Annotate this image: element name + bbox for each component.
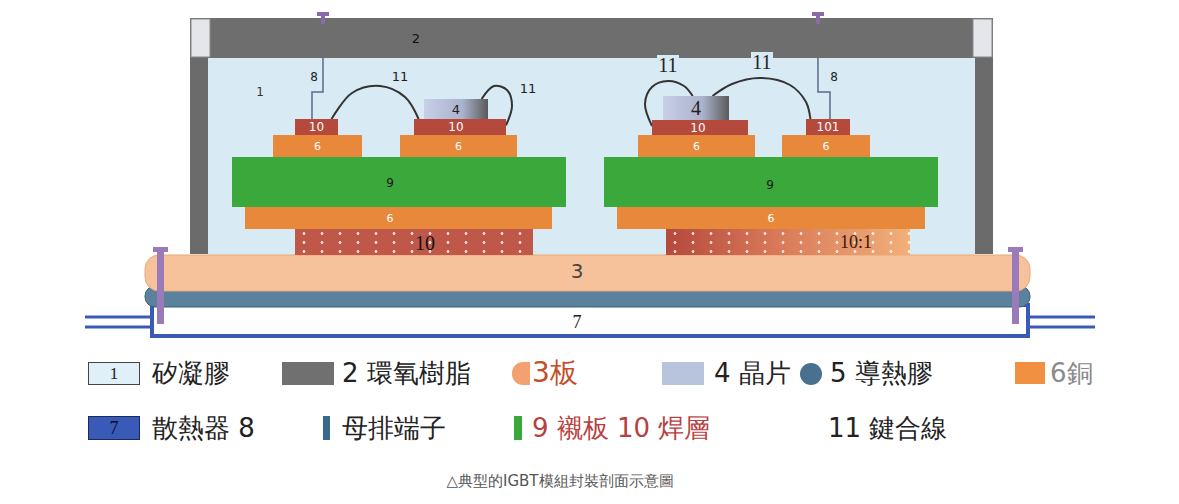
- heatsink-flange: [85, 316, 152, 319]
- terminal-wire: [312, 58, 323, 119]
- heatsink: [152, 305, 1028, 336]
- bond-wire-number: 11: [519, 82, 538, 95]
- epoxy-lid: 2: [190, 18, 993, 58]
- chip: 4: [424, 99, 488, 119]
- terminal-number: 8: [829, 71, 839, 83]
- terminal-cap: [816, 14, 820, 24]
- copper-layer: 6: [400, 135, 517, 157]
- caption: △典型的IGBT模組封裝剖面示意圖: [446, 474, 673, 489]
- copper-layer: 6: [638, 135, 755, 157]
- chip: 4: [663, 96, 729, 120]
- part-number: 10: [690, 122, 705, 134]
- terminal-wire: [818, 58, 830, 119]
- housing-wall: [190, 58, 208, 254]
- base-plate: 3: [145, 255, 1030, 291]
- terminal-number: 8: [309, 71, 319, 83]
- lid-end: [191, 19, 210, 57]
- housing-wall: [975, 58, 993, 254]
- solder-layer: 10: [414, 119, 506, 135]
- part-number: 101: [817, 121, 840, 133]
- part-number: 6: [768, 213, 775, 224]
- legend-swatch: [512, 362, 530, 385]
- ceramic-substrate: 9: [604, 157, 938, 207]
- part-number: 3: [571, 261, 584, 281]
- legend-swatch: [282, 362, 334, 385]
- legend-text: 2 環氧樹脂: [342, 360, 471, 386]
- legend-text: 矽凝膠: [152, 360, 230, 386]
- bond-wire-number: 11: [657, 55, 678, 75]
- part-number: 9: [386, 177, 394, 189]
- legend-swatch: [514, 416, 522, 440]
- part-number: 1: [256, 86, 264, 98]
- bond-wire-number: 11: [391, 70, 410, 83]
- bond-wire: [332, 86, 419, 119]
- legend-text: 11 鍵合線: [828, 415, 947, 441]
- heatsink-flange: [1028, 316, 1095, 319]
- part-number: 6: [693, 141, 700, 152]
- ceramic-substrate: 9: [232, 157, 566, 207]
- legend-text: 4 晶片: [714, 360, 791, 386]
- copper-layer: 6: [245, 207, 552, 229]
- solder-layer: 10: [295, 229, 533, 255]
- legend-text: 5 導熱膠: [830, 360, 933, 386]
- bolt: [1012, 250, 1019, 324]
- bond-wire-number: 11: [751, 52, 772, 72]
- solder-layer: 10:1: [666, 229, 910, 255]
- part-number: 6: [314, 141, 321, 152]
- legend-text: 6銅: [1050, 360, 1093, 386]
- legend-swatch: [800, 363, 822, 385]
- part-number: 10:1: [840, 233, 872, 251]
- heatsink-flange: [85, 326, 152, 329]
- legend-text: 母排端子: [342, 415, 446, 441]
- silicone-gel: 1 4 4 10 10 10 101 6 6 6 6 9 9 6 6 10 10:1: [208, 58, 975, 255]
- bolt: [157, 250, 164, 324]
- solder-layer: 10: [652, 120, 748, 135]
- solder-pad: 101: [806, 119, 850, 135]
- part-number: 6: [455, 141, 462, 152]
- part-number: 6: [823, 141, 830, 152]
- legend-swatch: [662, 362, 704, 385]
- part-number: 10: [448, 121, 463, 133]
- part-number: 4: [691, 98, 701, 118]
- legend-swatch: [1015, 362, 1045, 384]
- part-number: 2: [412, 32, 420, 45]
- heatsink-flange: [1028, 326, 1095, 329]
- part-number: 6: [387, 213, 394, 224]
- copper-layer: 6: [617, 207, 925, 229]
- legend-text: 散熱器 8: [152, 415, 255, 441]
- part-number: 7: [573, 313, 582, 331]
- copper-layer: 6: [273, 135, 362, 157]
- base-plate: [145, 255, 1030, 291]
- part-number: 4: [452, 103, 460, 116]
- lid-end: [973, 19, 992, 57]
- part-number: 10: [309, 121, 324, 133]
- callout-number: 7: [110, 419, 119, 437]
- epoxy-lid: [190, 18, 993, 58]
- legend-text: 3板: [532, 359, 578, 387]
- legend-text: 9 襯板 10 焊層: [532, 415, 710, 441]
- silicone-fill: [208, 58, 975, 255]
- legend-swatch: [323, 416, 330, 440]
- terminal-cap: [321, 14, 325, 24]
- heatsink: 7: [152, 305, 1028, 336]
- callout-number: 1: [110, 365, 119, 382]
- solder-pad: 10: [295, 119, 338, 135]
- copper-layer: 6: [782, 135, 870, 157]
- part-number: 10: [415, 233, 435, 253]
- part-number: 9: [766, 179, 774, 191]
